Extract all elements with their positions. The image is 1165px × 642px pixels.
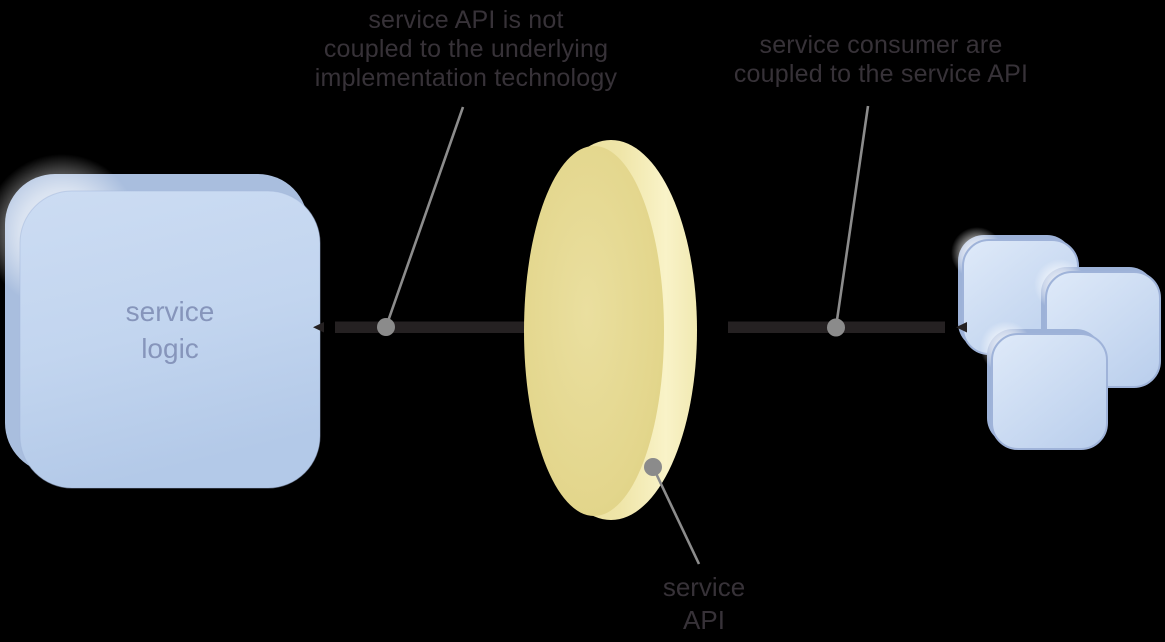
leader-dot-right (827, 318, 845, 337)
left-connector-bar (335, 321, 552, 333)
leader-dot-api (644, 458, 662, 476)
service-logic-label: service logic (20, 293, 320, 367)
service-logic-label-line1: service (125, 296, 215, 327)
note-api-decoupled: service API is not coupled to the underl… (266, 6, 666, 93)
note-api-decoupled-line1: service API is not (368, 6, 564, 34)
service-logic-box-front (19, 190, 321, 489)
note-consumer-coupled-line2: coupled to the service API (733, 60, 1029, 88)
right-connector-tick (956, 322, 967, 333)
consumer-box-3-front (991, 333, 1108, 450)
leader-line-right-note (834, 105, 870, 328)
service-api-ellipse-face (524, 146, 664, 516)
service-api-label-line2: API (683, 605, 725, 635)
note-consumer-coupled: service consumer are coupled to the serv… (681, 31, 1081, 89)
leader-dot-left (377, 318, 395, 336)
consumer-box-3 (980, 321, 1108, 450)
leader-lines (377, 105, 870, 565)
consumer-boxes (951, 227, 1161, 450)
service-api-label-line1: service (662, 572, 746, 602)
leader-line-api-label (651, 466, 701, 565)
note-api-decoupled-line2: coupled to the underlying (323, 35, 609, 63)
service-api-ellipse (524, 140, 697, 520)
service-logic-box (0, 154, 321, 489)
note-api-decoupled-line3: implementation technology (314, 64, 618, 92)
note-consumer-coupled-line1: service consumer are (759, 31, 1003, 59)
left-connector-tick (313, 322, 324, 333)
service-api-label: service API (604, 571, 804, 637)
service-logic-label-line2: logic (141, 333, 199, 364)
leader-line-left-note (384, 106, 465, 328)
